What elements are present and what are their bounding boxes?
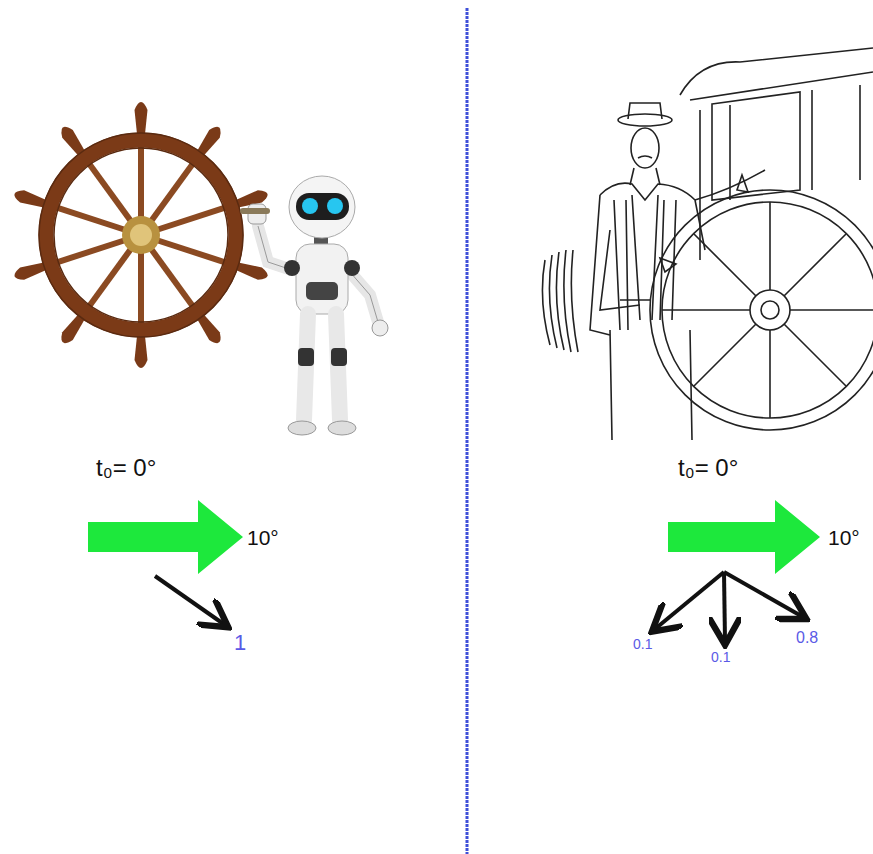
outcome-arrow bbox=[724, 572, 725, 641]
probability-label: 0.1 bbox=[633, 637, 652, 652]
robot bbox=[240, 176, 388, 435]
rotation-arrow bbox=[88, 500, 243, 574]
outcome-arrow bbox=[655, 572, 724, 629]
time-label: t₀= 0° bbox=[96, 455, 156, 481]
probability-label: 0.1 bbox=[711, 650, 730, 665]
angle-label: 10° bbox=[247, 526, 279, 549]
probability-label: 0.8 bbox=[796, 629, 818, 647]
outcome-arrow bbox=[724, 572, 803, 617]
time-label: t₀= 0° bbox=[678, 455, 738, 481]
helmsman-drawing bbox=[542, 48, 873, 440]
angle-label: 10° bbox=[828, 526, 860, 549]
rotation-arrow bbox=[668, 500, 820, 574]
ship-wheel bbox=[13, 102, 270, 368]
outcome-arrow bbox=[155, 576, 225, 625]
probability-label: 1 bbox=[234, 631, 246, 655]
divider-line bbox=[466, 8, 469, 854]
